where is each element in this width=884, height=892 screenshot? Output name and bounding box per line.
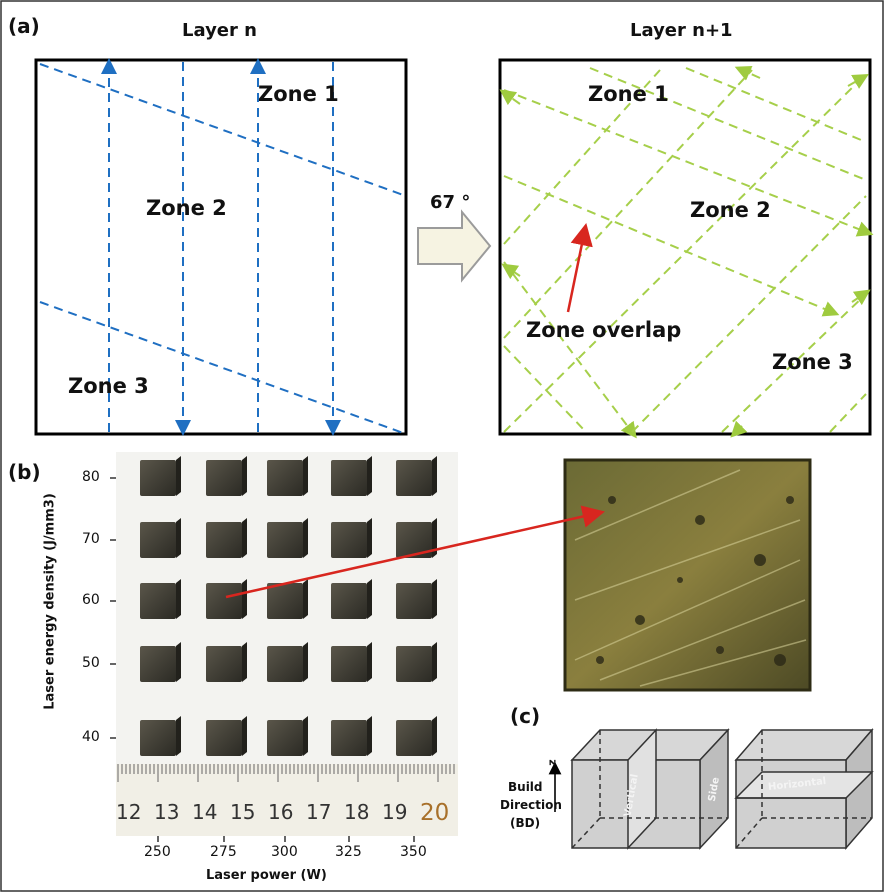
ruler-number: 13 [154, 800, 180, 824]
sample-cube [396, 579, 437, 619]
sample-cube [331, 642, 372, 682]
y-tick-label: 50 [82, 655, 100, 671]
micrograph-texture [574, 469, 807, 687]
vertical-sample-box [570, 728, 730, 850]
layer-n1-title: Layer n+1 [630, 20, 733, 41]
sample-cube [140, 579, 181, 619]
sample-cube [206, 518, 247, 558]
sample-cube [396, 642, 437, 682]
ruler-number: 17 [306, 800, 332, 824]
x-axis-label: Laser power (W) [206, 868, 327, 883]
layer-n-title: Layer n [182, 20, 257, 41]
layer-n1-zone-2: Zone 2 [690, 198, 771, 222]
horizontal-sample-box [734, 727, 874, 851]
y-tick-label: 70 [82, 531, 100, 547]
layer-n-box [34, 58, 408, 436]
sample-cube [267, 579, 308, 619]
x-tick-label: 350 [400, 844, 427, 860]
ruler-number: 14 [192, 800, 218, 824]
sample-cube [140, 456, 181, 496]
layer-n1-diagram [498, 58, 874, 439]
z-axis-label: z [545, 759, 559, 766]
layer-n1-scan-lines [499, 65, 874, 439]
sample-cube [267, 518, 308, 558]
direction-label: Direction [500, 798, 562, 812]
bd-label: (BD) [510, 816, 541, 830]
sample-cube [396, 456, 437, 496]
layer-n-zone-2: Zone 2 [146, 196, 227, 220]
sample-cube [206, 579, 247, 619]
sample-cube [396, 716, 437, 756]
micrograph-pores [596, 496, 794, 666]
ruler-number: 18 [344, 800, 370, 824]
layer-n-scan-lines [39, 58, 407, 436]
y-tick-label: 40 [82, 729, 100, 745]
ruler-number: 16 [268, 800, 294, 824]
x-tick-label: 250 [144, 844, 171, 860]
y-tick-label: 80 [82, 469, 100, 485]
sample-cube [140, 518, 181, 558]
ruler-number: 19 [382, 800, 408, 824]
build-label: Build [508, 780, 543, 794]
panel-a-label: (a) [8, 14, 40, 38]
layer-n-diagram [34, 58, 408, 436]
sample-cube [206, 456, 247, 496]
panel-b-label: (b) [8, 460, 41, 484]
zone-overlap-arrow [566, 222, 593, 313]
layer-n1-box [498, 58, 872, 436]
panel-c-label: (c) [510, 704, 541, 728]
sample-cube-grid [140, 456, 437, 756]
ruler-number: 12 [116, 800, 142, 824]
sample-cube [331, 456, 372, 496]
layer-n-zone-3: Zone 3 [68, 374, 149, 398]
micrograph [563, 458, 812, 692]
x-tick-label: 300 [271, 844, 298, 860]
zone-overlap-label: Zone overlap [526, 318, 682, 342]
sample-cube [267, 642, 308, 682]
layer-n-zone-1: Zone 1 [258, 82, 339, 106]
ruler-number: 15 [230, 800, 256, 824]
ruler-ticks [117, 764, 455, 782]
sample-cube [331, 716, 372, 756]
y-axis-ticks [110, 477, 116, 739]
layer-n1-zone-1: Zone 1 [588, 82, 669, 106]
sample-to-micrograph-arrow [225, 505, 605, 599]
layer-n1-zone-3: Zone 3 [772, 350, 853, 374]
rotation-arrow [417, 209, 492, 283]
x-tick-label: 325 [335, 844, 362, 860]
x-tick-label: 275 [210, 844, 237, 860]
sample-cube [140, 642, 181, 682]
sample-cube [206, 716, 247, 756]
sample-cube [140, 716, 181, 756]
ruler [116, 764, 458, 836]
y-axis-label: Laser energy density (J/mm3) [42, 493, 58, 710]
y-tick-label: 60 [82, 592, 100, 608]
sample-cube [267, 456, 308, 496]
sample-cube [331, 518, 372, 558]
rotation-angle-label: 67 ° [430, 192, 471, 213]
micrograph-image [563, 458, 812, 692]
sample-cube [206, 642, 247, 682]
sample-cube [267, 716, 308, 756]
sample-cube [331, 579, 372, 619]
sample-cube [396, 518, 437, 558]
x-axis-ticks [157, 836, 415, 842]
ruler-number: 20 [420, 800, 450, 826]
sample-photo [116, 452, 458, 836]
